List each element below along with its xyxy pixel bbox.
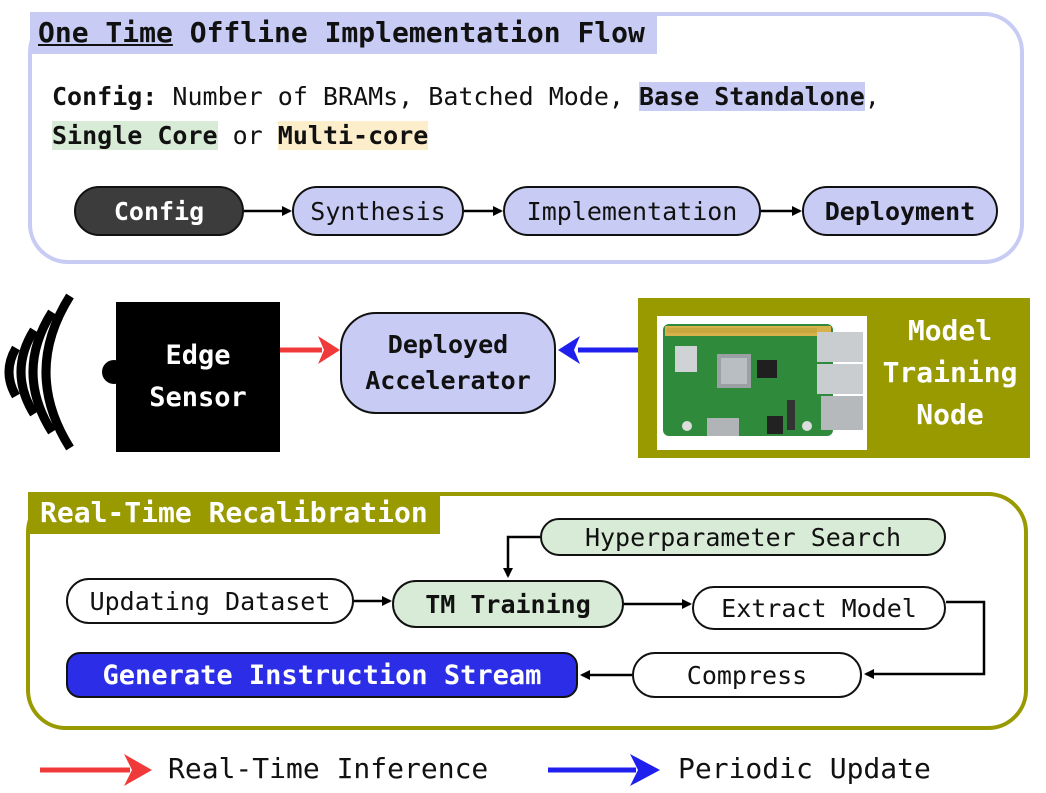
- option-multi-core: Multi-core: [277, 121, 429, 150]
- node-label-line1: Model: [907, 314, 993, 347]
- flow-step-synthesis: Synthesis: [292, 186, 464, 236]
- recalibration-title: Real-Time Recalibration: [28, 492, 440, 534]
- flow-step-deployment: Deployment: [802, 186, 998, 236]
- config-or: or: [217, 121, 278, 150]
- tm-training-node: TM Training: [392, 580, 624, 628]
- config-comma: ,: [864, 82, 880, 111]
- config-line-2: Single Core or Multi-core: [52, 119, 429, 153]
- sensor-label-line2: Sensor: [149, 382, 247, 413]
- hyperparameter-search-node: Hyperparameter Search: [540, 518, 946, 556]
- option-base-standalone: Base Standalone: [639, 82, 865, 111]
- config-text: Number of BRAMs, Batched Mode,: [157, 82, 639, 111]
- flow-step-implementation: Implementation: [503, 186, 761, 236]
- option-single-core: Single Core: [52, 121, 218, 150]
- accel-label-line1: Deployed: [387, 330, 509, 359]
- sensor-label-line1: Edge: [165, 340, 231, 371]
- accel-label-line2: Accelerator: [365, 366, 531, 395]
- extract-model-node: Extract Model: [692, 586, 946, 630]
- updating-dataset-node: Updating Dataset: [66, 578, 354, 624]
- title-underlined-part: One Time: [38, 16, 173, 49]
- node-label-line3: Node: [916, 398, 984, 431]
- node-label-line2: Training: [882, 356, 1018, 389]
- config-line-1: Config: Number of BRAMs, Batched Mode, B…: [52, 80, 880, 114]
- title-rest-part: Offline Implementation Flow: [172, 16, 645, 49]
- raspberry-pi-board-image: [657, 316, 867, 450]
- config-label: Config:: [52, 82, 158, 111]
- legend-realtime-inference: Real-Time Inference: [168, 752, 489, 785]
- flow-step-config: Config: [74, 186, 244, 236]
- model-training-node-label: Model Training Node: [870, 310, 1030, 436]
- offline-flow-title: One Time Offline Implementation Flow: [30, 12, 657, 54]
- generate-instruction-stream-node: Generate Instruction Stream: [66, 652, 578, 698]
- legend-periodic-update: Periodic Update: [678, 752, 931, 785]
- compress-node: Compress: [632, 652, 862, 698]
